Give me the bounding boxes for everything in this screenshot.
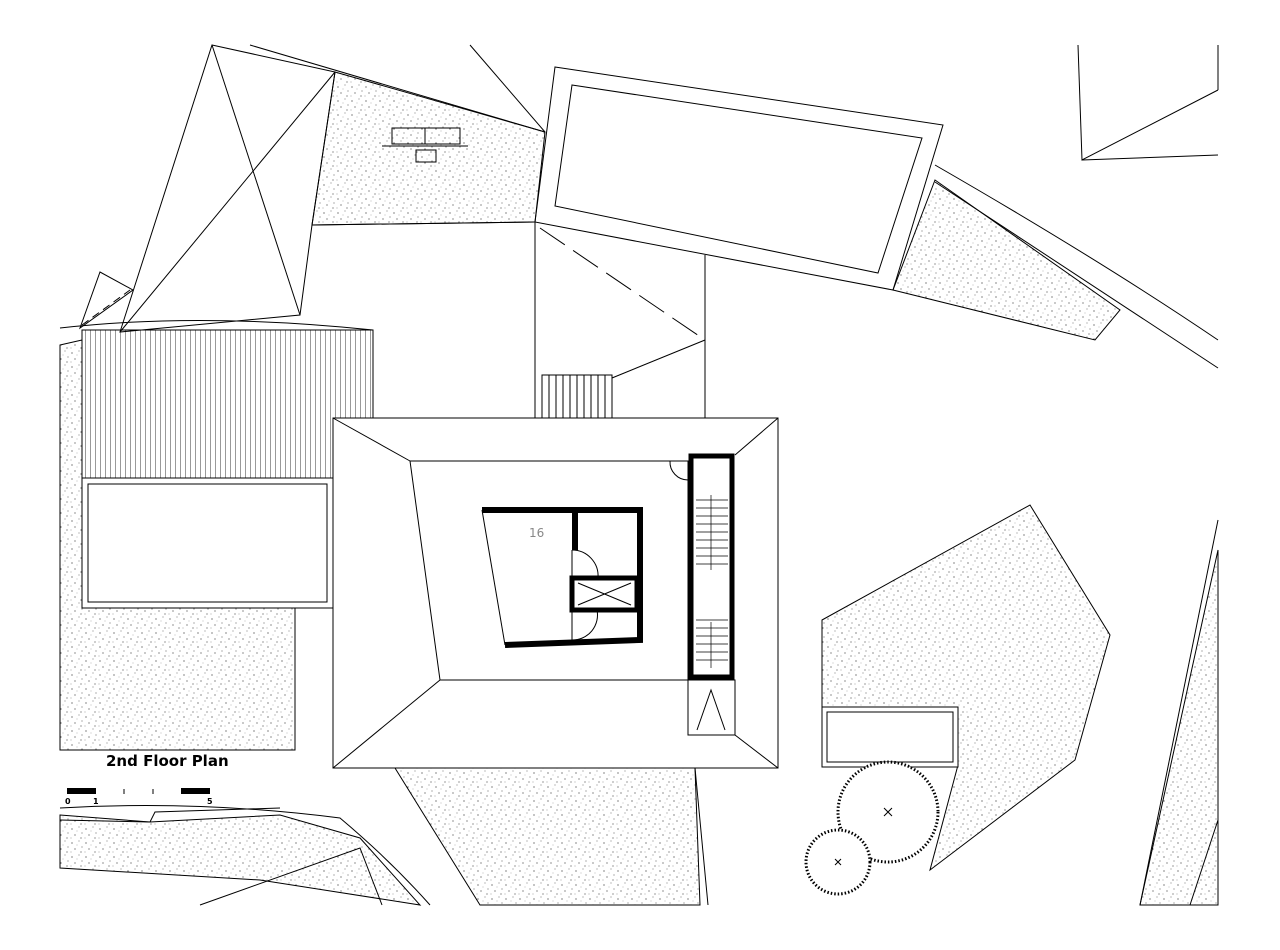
- room-number: 16: [529, 526, 545, 540]
- exterior-stairs: [541, 374, 613, 419]
- small-pool: [821, 706, 959, 768]
- drawing-title: 2nd Floor Plan: [106, 752, 229, 770]
- bench: [382, 127, 468, 163]
- top-pool: [534, 66, 944, 291]
- landscape-areas: [59, 71, 1219, 906]
- tree-icon: [836, 760, 940, 864]
- wood-deck: [81, 329, 374, 479]
- left-pool: [81, 477, 334, 609]
- scale-bar: [67, 788, 210, 794]
- scale-label-1: 1: [93, 797, 99, 806]
- building-core: [481, 507, 643, 648]
- scale-label-5: 5: [207, 797, 213, 806]
- scale-label-0: 0: [65, 797, 71, 806]
- main-building-roof: [332, 417, 779, 769]
- tree-icon: [804, 828, 872, 896]
- site-lines: [59, 44, 1219, 906]
- interior-stair: [687, 453, 736, 736]
